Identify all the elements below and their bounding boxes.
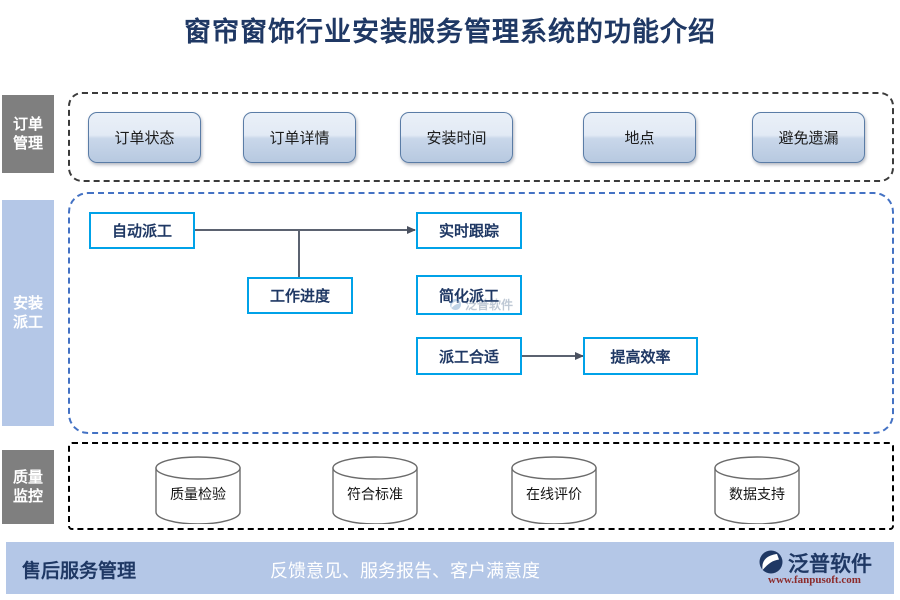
order-management-panel <box>68 92 894 182</box>
quality-cylinder-online-review-label: 在线评价 <box>526 488 582 503</box>
fanpu-logo[interactable]: 泛普软件 www.fanpusoft.com <box>756 548 896 592</box>
cylinder-shape <box>155 456 241 525</box>
sidebar-item-dispatch-line2: 派工 <box>12 314 43 331</box>
footer-bar <box>6 542 894 594</box>
dispatch-box-suitable-dispatch[interactable]: 派工合适 <box>416 337 522 375</box>
order-box-order-status[interactable]: 订单状态 <box>88 112 201 163</box>
dispatch-box-simplify-dispatch[interactable]: 简化派工 <box>416 275 522 315</box>
sidebar-item-dispatch-line1: 安装 <box>12 295 43 312</box>
dispatch-box-realtime-track[interactable]: 实时跟踪 <box>416 212 522 249</box>
sidebar-item-order-line2: 管理 <box>12 135 43 152</box>
order-box-avoid-omission[interactable]: 避免遗漏 <box>752 112 865 163</box>
sidebar-item-order-management[interactable]: 订单 管理 <box>2 95 54 173</box>
sidebar-item-order-line1: 订单 <box>12 116 43 133</box>
page-title: 窗帘窗饰行业安装服务管理系统的功能介绍 <box>184 17 716 47</box>
cylinder-shape <box>511 456 597 525</box>
footer-description: 反馈意见、服务报告、客户满意度 <box>270 561 540 581</box>
cylinder-shape <box>714 456 800 525</box>
sidebar-item-quality-monitoring[interactable]: 质量 监控 <box>2 450 54 524</box>
quality-cylinder-inspection-label: 质量检验 <box>170 488 226 503</box>
install-dispatch-panel <box>68 192 894 434</box>
dispatch-box-work-progress[interactable]: 工作进度 <box>247 277 353 314</box>
dispatch-box-improve-efficiency[interactable]: 提高效率 <box>583 337 698 375</box>
order-box-location[interactable]: 地点 <box>583 112 696 163</box>
sidebar-item-quality-line1: 质量 <box>12 469 43 486</box>
quality-cylinder-data-support[interactable]: 数据支持 <box>711 456 803 525</box>
sidebar-item-install-dispatch[interactable]: 安装 派工 <box>2 200 54 426</box>
fanpu-logo-mark <box>759 550 783 574</box>
quality-cylinder-standards-label: 符合标准 <box>347 488 403 503</box>
dispatch-box-auto-dispatch[interactable]: 自动派工 <box>89 212 195 249</box>
quality-monitoring-panel <box>68 442 894 530</box>
quality-cylinder-data-support-label: 数据支持 <box>729 488 785 503</box>
quality-cylinder-inspection[interactable]: 质量检验 <box>152 456 244 525</box>
cylinder-shape <box>332 456 418 525</box>
quality-cylinder-online-review[interactable]: 在线评价 <box>508 456 600 525</box>
fanpu-logo-text: 泛普软件 <box>788 552 872 576</box>
sidebar-item-quality-line2: 监控 <box>12 488 43 505</box>
fanpu-logo-url: www.fanpusoft.com <box>768 574 861 586</box>
order-box-install-time[interactable]: 安装时间 <box>400 112 513 163</box>
order-box-order-details[interactable]: 订单详情 <box>243 112 356 163</box>
quality-cylinder-standards[interactable]: 符合标准 <box>329 456 421 525</box>
footer-section-title: 售后服务管理 <box>22 561 137 582</box>
